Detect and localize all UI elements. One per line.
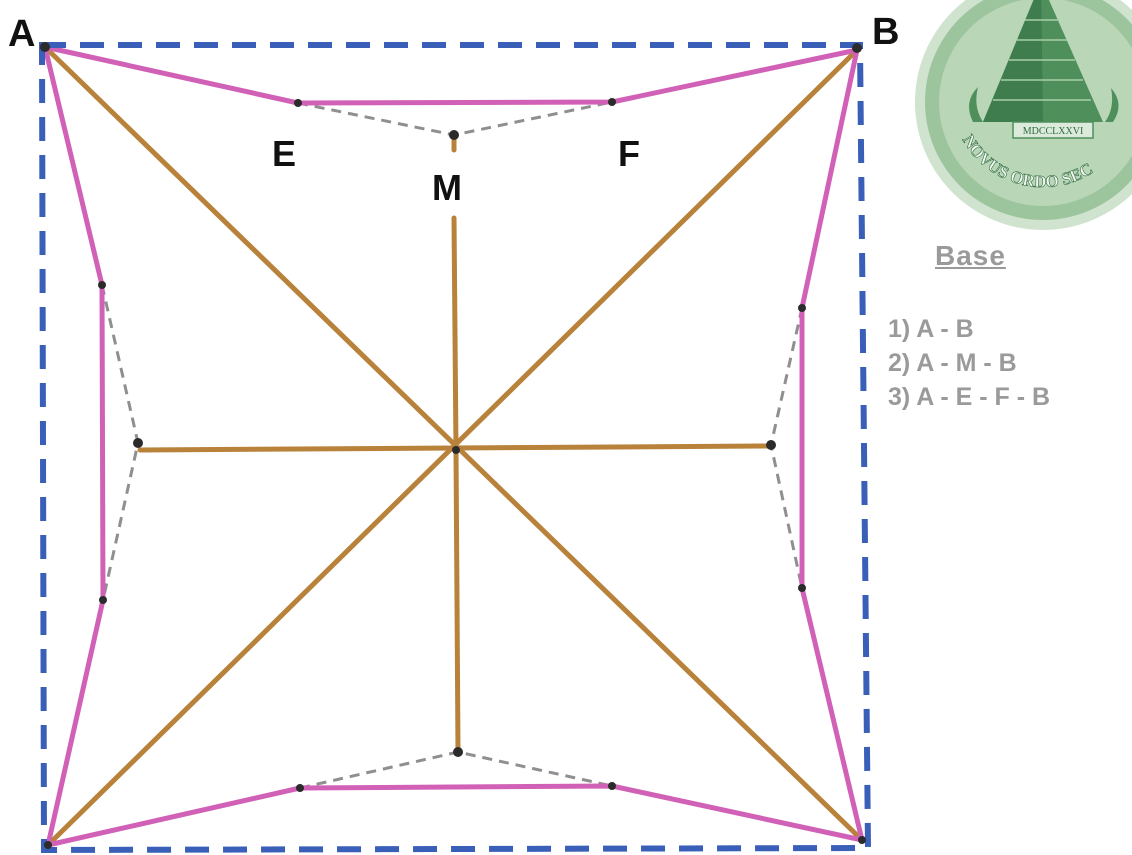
dot-a xyxy=(40,42,50,52)
label-m: M xyxy=(432,167,462,208)
bounding-square xyxy=(38,42,872,854)
dot-bottom-left xyxy=(296,784,304,792)
legend-item: 1) A - B xyxy=(888,315,974,343)
legend-item: 2) A - M - B xyxy=(888,349,1017,377)
label-f: F xyxy=(618,133,640,174)
dot-right-bottom xyxy=(798,584,806,592)
legend-list: 1) A - B 2) A - M - B 3) A - E - F - B xyxy=(888,312,1050,414)
dot-left-mid xyxy=(133,438,143,448)
construction-top xyxy=(297,100,613,137)
dot-corner-bl xyxy=(44,841,52,849)
dot-center xyxy=(452,446,460,454)
dot-f xyxy=(608,98,616,106)
dot-bottom-right xyxy=(608,782,616,790)
dot-right-top xyxy=(798,304,806,312)
construction-right xyxy=(769,307,804,589)
label-a: A xyxy=(8,13,35,55)
label-b: B xyxy=(872,11,899,53)
dot-b xyxy=(852,43,862,53)
construction-left xyxy=(100,284,140,601)
dot-m xyxy=(449,130,459,140)
spoke-vertical-upper xyxy=(451,215,459,453)
legend-title: Base xyxy=(935,240,1006,271)
spoke-vertical-lower xyxy=(453,447,461,755)
construction-bottom xyxy=(299,750,613,790)
dot-corner-br xyxy=(858,836,866,844)
legend-item: 3) A - E - F - B xyxy=(888,383,1051,411)
dot-right-mid xyxy=(766,440,776,450)
seal-year: MDCCLXXVI xyxy=(1023,126,1084,137)
label-e: E xyxy=(272,133,296,174)
dot-left-top xyxy=(98,281,106,289)
dot-left-bottom xyxy=(99,596,107,604)
dot-bottom-mid xyxy=(453,747,463,757)
dot-e xyxy=(294,99,302,107)
pyramid-seal-image: MDCCLXXVI NOVUS ORDO SEC xyxy=(913,0,1132,232)
vertex-dots xyxy=(40,42,866,849)
